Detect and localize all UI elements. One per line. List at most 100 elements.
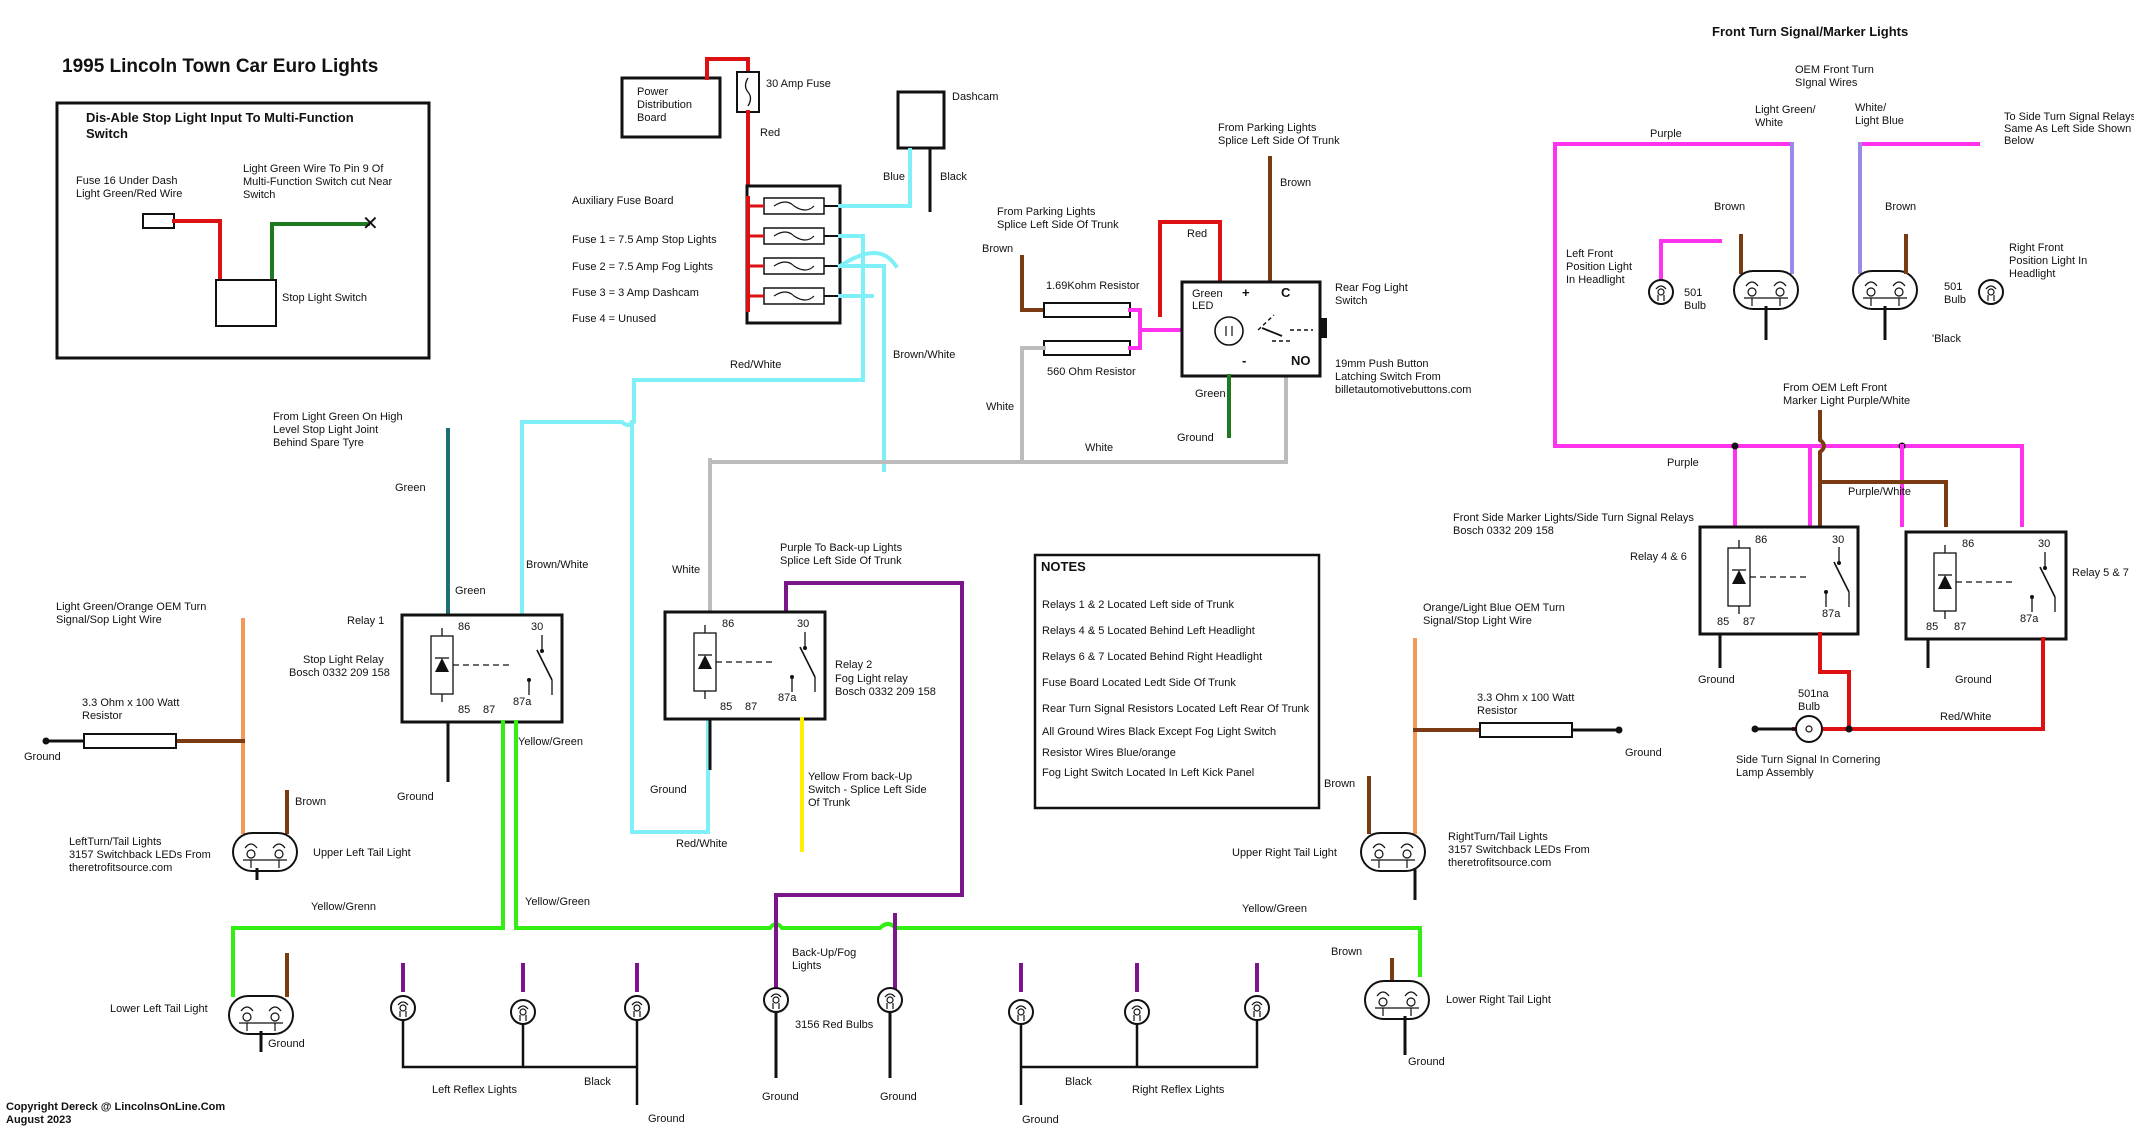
right-reflex-label: Right Reflex Lights — [1132, 1084, 1225, 1096]
lf-pos-line3: In Headlight — [1566, 274, 1625, 286]
pdb-red-wire — [705, 57, 750, 80]
inset-green-wire — [270, 222, 370, 284]
left-tail-line1: LeftTurn/Tail Lights — [69, 836, 162, 848]
lgw-line2: White — [1755, 117, 1783, 129]
relay2-purple-line1: Purple To Back-up Lights — [780, 542, 903, 554]
note-1: Relays 1 & 2 Located Left side of Trunk — [1042, 599, 1235, 611]
relay1-yg-label: Yellow/Green — [518, 736, 583, 748]
fog-brown-label-right: Brown — [1280, 177, 1311, 189]
rf-pos-line3: Headlight — [2009, 268, 2055, 280]
relay-5-7-body — [1904, 530, 2068, 641]
dashcam-blue-label: Blue — [883, 171, 905, 183]
right-reflex-bulb-3 — [1244, 995, 1270, 1021]
relay-2: Purple To Back-up Lights Splice Left Sid… — [650, 458, 964, 917]
left-reflex-bulb-3 — [624, 995, 650, 1021]
front-section-title: Front Turn Signal/Marker Lights — [1712, 24, 1908, 39]
left-front-headlight-bulb — [1733, 270, 1799, 310]
bulb501na-line1: 501na — [1798, 688, 1829, 700]
front-black-label: 'Black — [1932, 333, 1961, 345]
backup-ground-a: Ground — [762, 1091, 799, 1103]
front-relays-line1: Front Side Marker Lights/Side Turn Signa… — [1453, 512, 1694, 524]
relay2-body — [663, 610, 827, 721]
resistor-560 — [1043, 340, 1131, 356]
backup-bulb-2 — [877, 987, 903, 1013]
res2-label: 560 Ohm Resistor — [1047, 366, 1136, 378]
notes-box: NOTES Relays 1 & 2 Located Left side of … — [1033, 553, 1321, 810]
brown-white-label-top: Brown/White — [893, 349, 955, 361]
relay1-pin87a: 87a — [513, 696, 532, 708]
left-oem-line2: Signal/Sop Light Wire — [56, 614, 162, 626]
green-wire-label-line2: Multi-Function Switch cut Near — [243, 176, 392, 188]
note-7: Resistor Wires Blue/orange — [1042, 747, 1176, 759]
inset-title-line2: Switch — [86, 126, 128, 141]
push-label-line2: Latching Switch From — [1335, 371, 1441, 383]
lower-left-tail-label: Lower Left Tail Light — [110, 1003, 208, 1015]
fuse30-label: 30 Amp Fuse — [766, 78, 831, 90]
front-brown-left: Brown — [1714, 201, 1745, 213]
relay1-part-line1: Stop Light Relay — [303, 654, 384, 666]
green-led-label-line2: LED — [1192, 300, 1213, 312]
upper-right-tail-bulb — [1360, 832, 1426, 872]
notes-title: NOTES — [1041, 559, 1086, 574]
note-8: Fog Light Switch Located In Left Kick Pa… — [1042, 767, 1254, 779]
relay1-body — [400, 613, 564, 724]
bulb501-l-line1: 501 — [1684, 287, 1702, 299]
push-label-line3: billetautomotivebuttons.com — [1335, 384, 1471, 396]
left-reflex-black: Black — [584, 1076, 611, 1088]
stop-light-switch-symbol — [215, 279, 277, 327]
right-res-label-line1: 3.3 Ohm x 100 Watt — [1477, 692, 1574, 704]
relay2-pin87a: 87a — [778, 692, 797, 704]
to-side-line3: Below — [2004, 135, 2034, 147]
green-led-icon — [1214, 316, 1244, 346]
fog-white-label-left: White — [986, 401, 1014, 413]
brown-white-feed-wire — [838, 264, 886, 472]
fog-brown-label-left: Brown — [982, 243, 1013, 255]
side-turn-line1: Side Turn Signal In Cornering — [1736, 754, 1880, 766]
right-reflex-black: Black — [1065, 1076, 1092, 1088]
relay1-pin85: 85 — [458, 704, 470, 716]
cyan-wires — [520, 198, 912, 834]
relay1-part-line2: Bosch 0332 209 158 — [289, 667, 390, 679]
relay2-pin87: 87 — [745, 701, 757, 713]
pdb-label-line2: Distribution — [637, 99, 692, 111]
backup-label-line2: Lights — [792, 960, 822, 972]
green-wire-label-line3: Switch — [243, 189, 275, 201]
relay-4-6-body — [1698, 525, 1860, 636]
fuse3-label: Fuse 3 = 3 Amp Dashcam — [572, 287, 699, 299]
right-reflex-bulb-2 — [1124, 999, 1150, 1025]
fog-white-label-mid: White — [1085, 442, 1113, 454]
right-brown-label-2: Brown — [1331, 946, 1362, 958]
right-oem-line1: Orange/Light Blue OEM Turn — [1423, 602, 1565, 614]
fuse-slots — [748, 197, 840, 305]
left-tail-line3: theretrofitsource.com — [69, 862, 172, 874]
backup-bulb-1 — [763, 987, 789, 1013]
right-front-position-bulb — [1978, 279, 2004, 305]
fuse1-label: Fuse 1 = 7.5 Amp Stop Lights — [572, 234, 717, 246]
switch-plus: + — [1242, 285, 1250, 300]
fog-red-label: Red — [1187, 228, 1207, 240]
note-2: Relays 4 & 5 Located Behind Left Headlig… — [1042, 625, 1255, 637]
fog-green-label: Green — [1195, 388, 1226, 400]
stop-light-switch-label: Stop Light Switch — [282, 292, 367, 304]
oem-front-line2: SIgnal Wires — [1795, 77, 1858, 89]
right-reflex-ground: Ground — [1022, 1114, 1059, 1126]
relay57-label: Relay 5 & 7 — [2072, 567, 2129, 579]
right-brown-label: Brown — [1324, 778, 1355, 790]
front-purple-label-2: Purple — [1667, 457, 1699, 469]
to-side-line2: Same As Left Side Shown — [2004, 123, 2131, 135]
relay1-green-label: Green — [395, 482, 426, 494]
from-parking-2-line2: Splice Left Side Of Trunk — [1218, 135, 1340, 147]
right-yg-label: Yellow/Green — [1242, 903, 1307, 915]
relay1-from-line3: Behind Spare Tyre — [273, 437, 364, 449]
left-reflex-bulb-2 — [510, 999, 536, 1025]
rear-fog-switch-body — [1180, 280, 1322, 378]
relay1-pin86: 86 — [458, 621, 470, 633]
fuse2-label: Fuse 2 = 7.5 Amp Fog Lights — [572, 261, 713, 273]
left-res-ground: Ground — [24, 751, 61, 763]
relay2-yellow-line2: Switch - Splice Left Side — [808, 784, 927, 796]
backup-ground-b: Ground — [880, 1091, 917, 1103]
front-ground-right: Ground — [1955, 674, 1992, 686]
lf-pos-line1: Left Front — [1566, 248, 1613, 260]
from-parking-2-line1: From Parking Lights — [1218, 122, 1317, 134]
rf-pos-line1: Right Front — [2009, 242, 2063, 254]
